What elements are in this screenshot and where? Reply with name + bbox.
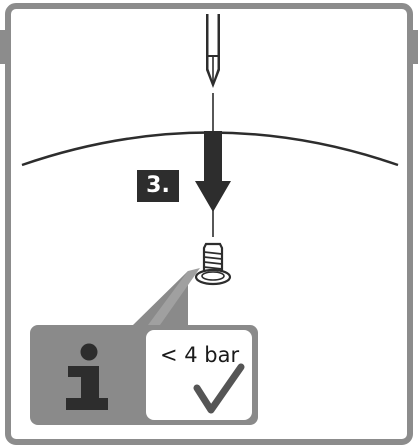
pressure-label: < 4 bar (160, 343, 240, 367)
right-tab (411, 30, 418, 64)
valve-icon (194, 242, 232, 286)
callout-pointer (133, 271, 188, 325)
callout-pointer-shade (148, 268, 200, 325)
info-icon (66, 343, 108, 410)
step-number-badge: 3. (137, 170, 179, 202)
checkmark-icon (193, 363, 245, 414)
arrow-down-icon (195, 131, 231, 212)
screwdriver-icon (206, 14, 220, 88)
pressure-card (146, 330, 252, 420)
left-tab (0, 30, 7, 64)
